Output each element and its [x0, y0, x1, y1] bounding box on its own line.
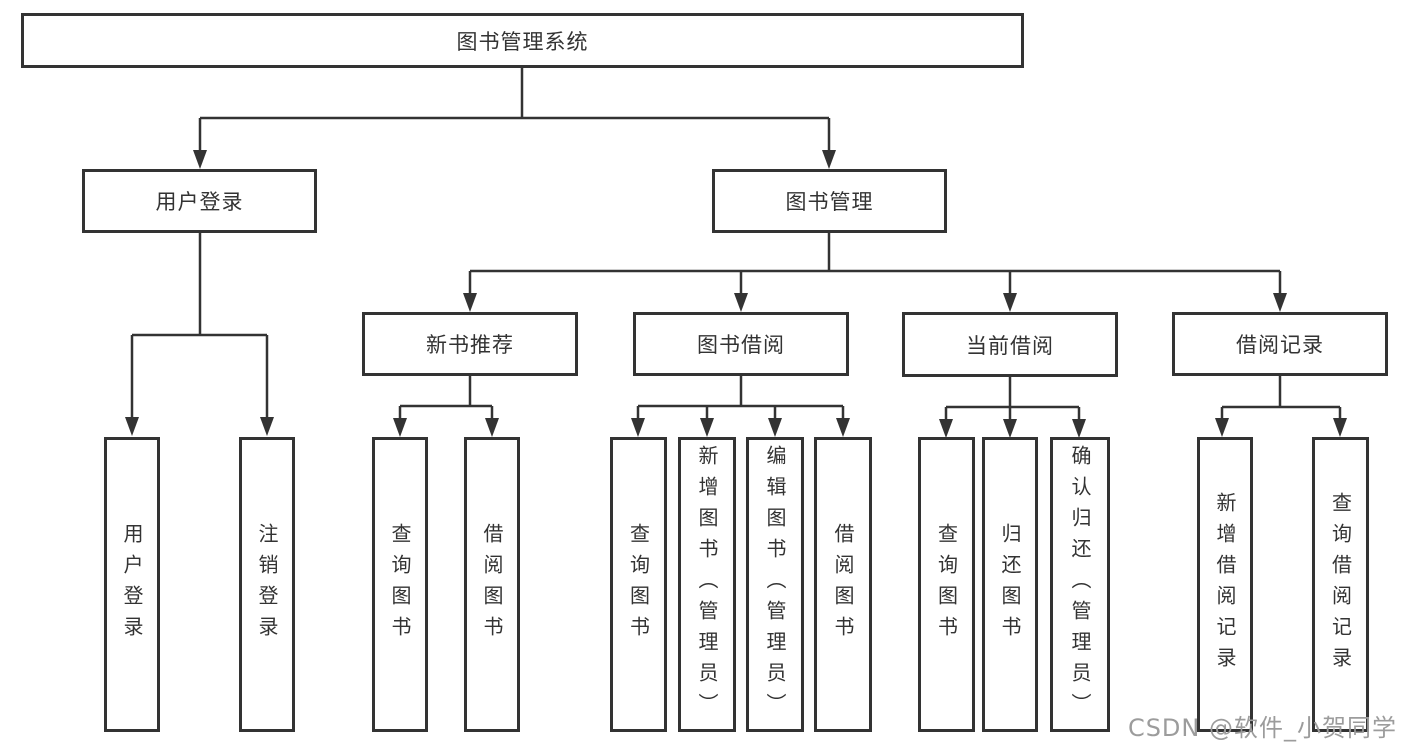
- leaf-label: 借阅图书: [831, 522, 855, 647]
- leaf-label: 新增借阅记录: [1213, 491, 1237, 678]
- leaf-borrow-books: 借阅图书: [814, 437, 872, 732]
- leaf-borrow-books-recommend: 借阅图书: [464, 437, 520, 732]
- leaf-confirm-return-admin: 确认归还（管理员）: [1050, 437, 1110, 732]
- leaf-label: 查询借阅记录: [1328, 491, 1353, 678]
- leaf-query-borrow-record: 查询借阅记录: [1312, 437, 1369, 732]
- node-new-book-recommend: 新书推荐: [362, 312, 578, 376]
- leaf-label: 注销登录: [255, 522, 279, 647]
- node-label: 图书管理系统: [456, 29, 589, 54]
- node-user-login: 用户登录: [82, 169, 317, 233]
- leaf-edit-books-admin: 编辑图书（管理员）: [746, 437, 804, 732]
- node-library-management-system: 图书管理系统: [21, 13, 1024, 68]
- leaf-query-books-recommend: 查询图书: [372, 437, 428, 732]
- node-label: 当前借阅: [966, 333, 1054, 358]
- leaf-label: 查询图书: [934, 522, 959, 647]
- leaf-user-login: 用户登录: [104, 437, 160, 732]
- leaf-label: 用户登录: [120, 522, 144, 647]
- leaf-add-books-admin: 新增图书（管理员）: [678, 437, 736, 732]
- node-borrowing-records: 借阅记录: [1172, 312, 1388, 376]
- leaf-query-books-borrowing: 查询图书: [610, 437, 667, 732]
- leaf-label: 编辑图书（管理员）: [763, 445, 787, 724]
- leaf-add-borrow-record: 新增借阅记录: [1197, 437, 1253, 732]
- leaf-logout: 注销登录: [239, 437, 295, 732]
- node-book-borrowing: 图书借阅: [633, 312, 849, 376]
- leaf-label: 查询图书: [388, 522, 412, 647]
- csdn-watermark: CSDN @软件_小贺同学: [1127, 714, 1397, 742]
- leaf-label: 新增图书（管理员）: [695, 445, 719, 724]
- node-label: 借阅记录: [1236, 333, 1324, 357]
- leaf-query-books-current: 查询图书: [918, 437, 975, 732]
- node-label: 新书推荐: [426, 333, 514, 357]
- node-label: 用户登录: [155, 190, 244, 214]
- node-label: 图书管理: [785, 190, 874, 214]
- leaf-label: 归还图书: [998, 522, 1022, 647]
- leaf-label: 借阅图书: [480, 522, 504, 647]
- node-current-borrowing: 当前借阅: [902, 312, 1118, 377]
- leaf-label: 确认归还（管理员）: [1068, 445, 1092, 724]
- leaf-return-books: 归还图书: [982, 437, 1038, 732]
- node-label: 图书借阅: [697, 333, 785, 357]
- leaf-label: 查询图书: [626, 522, 651, 647]
- node-book-management: 图书管理: [712, 169, 947, 233]
- arrowhead-icons: [125, 150, 1347, 438]
